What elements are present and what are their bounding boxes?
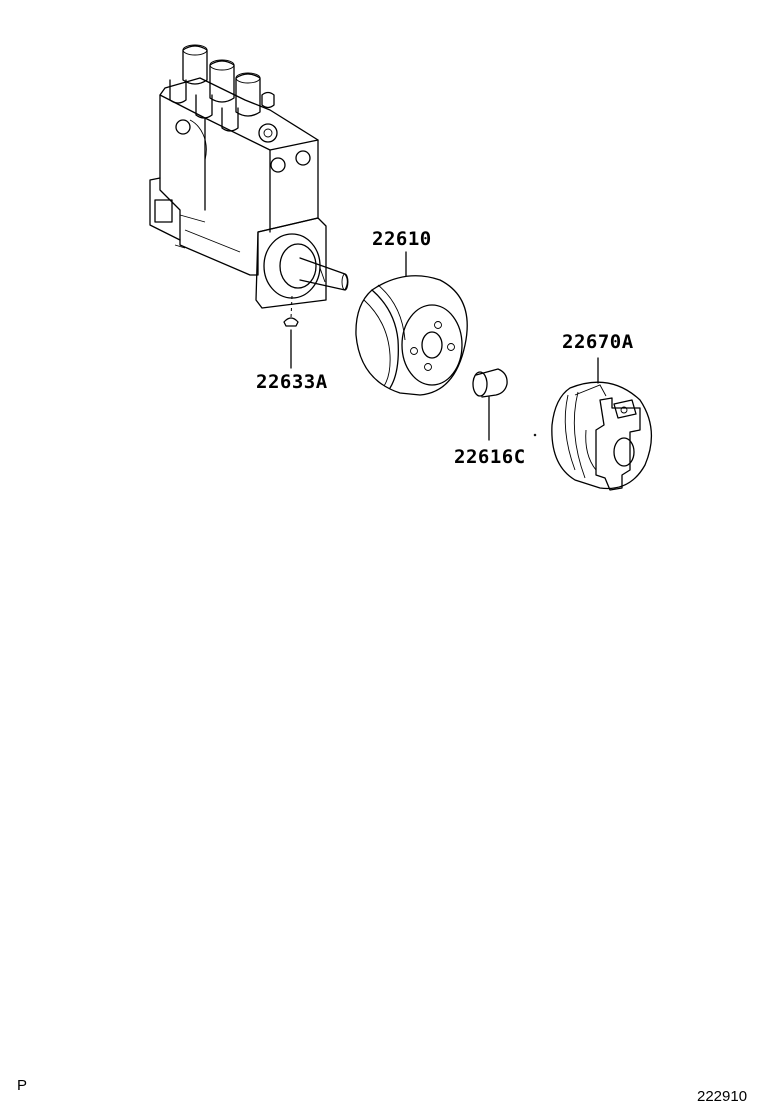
label-timer: 22670A xyxy=(562,331,634,353)
diagram-code: 222910 xyxy=(697,1088,748,1105)
woodruff-key xyxy=(283,295,299,369)
label-woodruff-key: 22633A xyxy=(256,371,328,393)
timer xyxy=(533,357,653,491)
page-marker: P xyxy=(17,1077,28,1094)
label-pulley: 22610 xyxy=(372,228,432,250)
pulley xyxy=(355,251,468,396)
label-sleeve: 22616C xyxy=(454,446,526,468)
sleeve xyxy=(472,368,508,441)
injection-pump xyxy=(149,44,349,309)
